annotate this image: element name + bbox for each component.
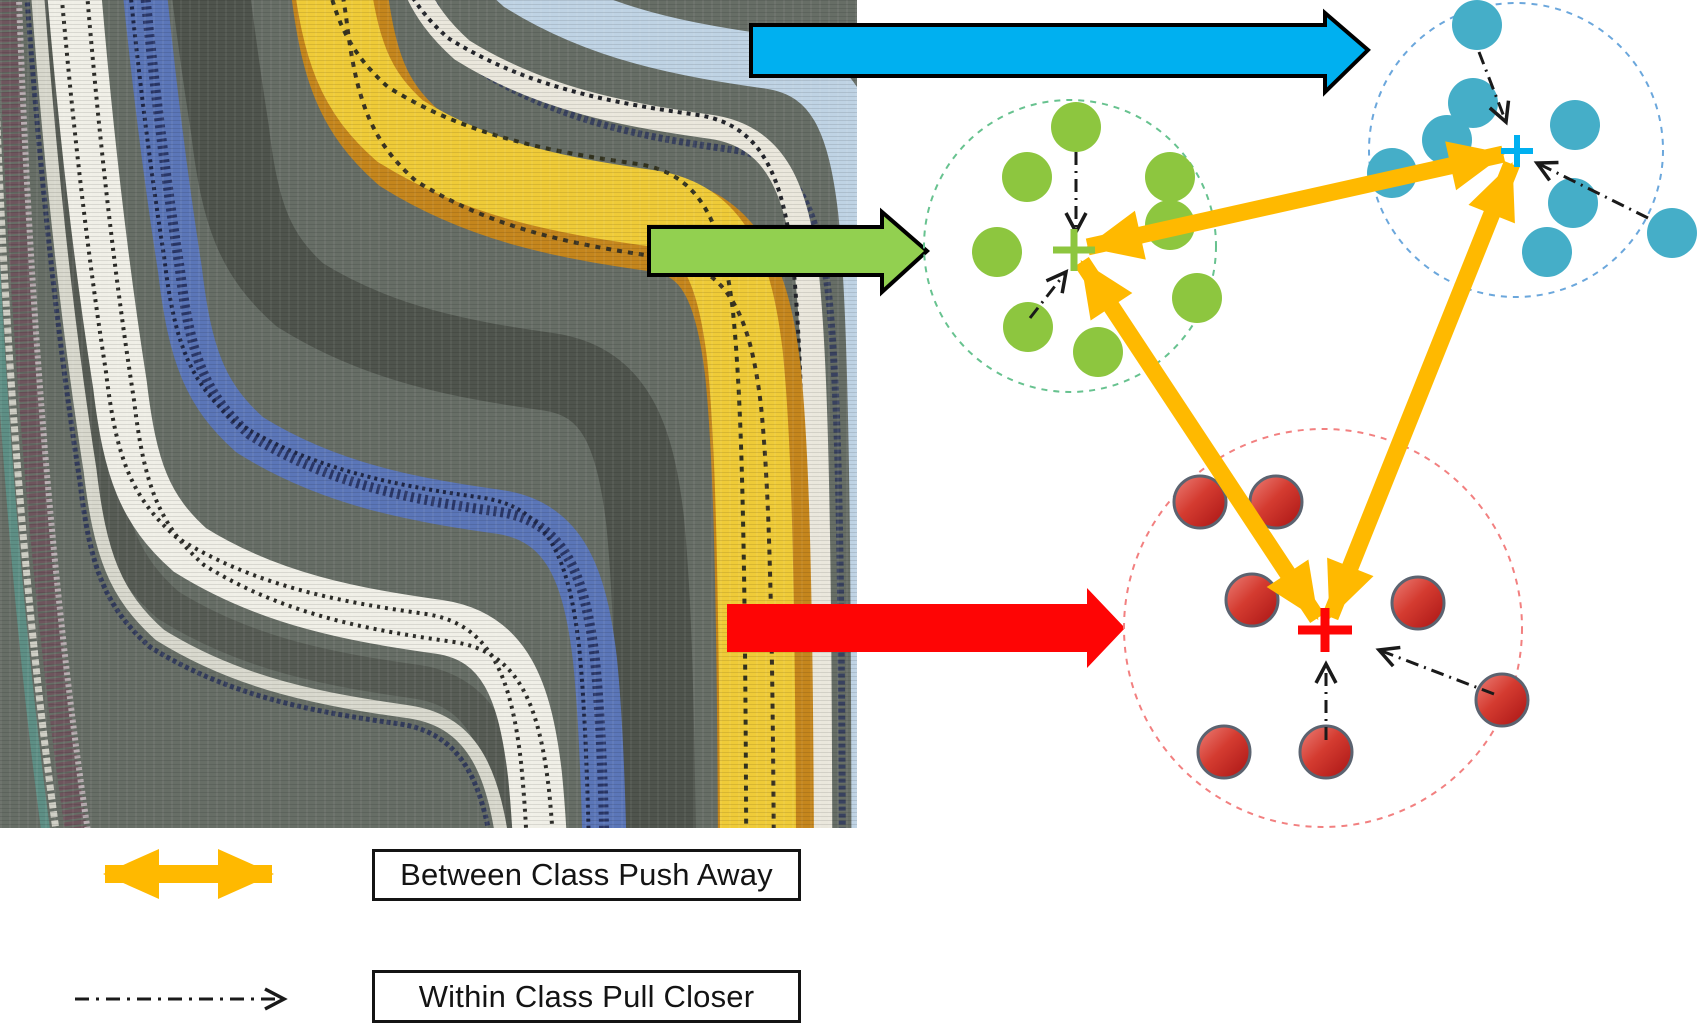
red-class-pull-arrow: [1375, 645, 1495, 696]
legend-glyphs: [75, 849, 288, 1011]
class-input-arrows: [647, 8, 1371, 668]
red-class-sample-dot: [1224, 572, 1280, 628]
blue-class-sample-dot: [1522, 227, 1572, 277]
red-class-boundary-ring: [1123, 428, 1523, 828]
green-class-pull-arrow: [1028, 269, 1069, 319]
green-class-sample-dot: [1002, 152, 1052, 202]
push-away-arrow: [1074, 256, 1325, 624]
green-class-sample-dot: [1051, 102, 1101, 152]
blue-class-sample-dot: [1647, 208, 1697, 258]
red-class-sample-dot: [1390, 575, 1446, 631]
green-class-sample-dot: [1003, 302, 1053, 352]
blue-class-sample-dot: [1448, 78, 1498, 128]
blue-class-sample-dot: [1550, 100, 1600, 150]
red-class-sample-dot: [1474, 672, 1530, 728]
between-class-push-arrows: [1074, 141, 1520, 624]
cluster-center-marks: [1053, 135, 1533, 652]
legend-box-between-class: Between Class Push Away: [372, 849, 801, 901]
cluster-dots: [972, 0, 1697, 780]
blue-class-pull-arrow: [1533, 160, 1649, 220]
green-class-sample-dot: [1172, 273, 1222, 323]
green-class-center-plus: [1053, 229, 1095, 271]
blue-class-sample-dot: [1452, 0, 1502, 50]
blue-class-center-plus: [1501, 135, 1533, 167]
green-class-sample-dot: [972, 227, 1022, 277]
green-class-arrow: [647, 207, 931, 297]
blue-class-sample-dot: [1548, 178, 1598, 228]
red-class-sample-dot: [1298, 724, 1354, 780]
legend-label-between-class: Between Class Push Away: [400, 857, 773, 892]
red-class-center-plus: [1298, 608, 1352, 652]
within-class-pull-arrows: [1028, 51, 1649, 740]
green-class-sample-dot: [1073, 327, 1123, 377]
blue-class-arrow: [749, 8, 1371, 97]
red-class-arrow: [727, 588, 1125, 668]
green-class-sample-dot: [1145, 152, 1195, 202]
red-class-sample-dot: [1196, 724, 1252, 780]
red-class-sample-dot: [1172, 474, 1228, 530]
push-away-arrow: [1322, 160, 1520, 621]
blue-class-pull-arrow: [1477, 51, 1511, 126]
legend-label-within-class: Within Class Pull Closer: [418, 978, 755, 1014]
legend-box-within-class: Within Class Pull Closer: [372, 970, 801, 1023]
